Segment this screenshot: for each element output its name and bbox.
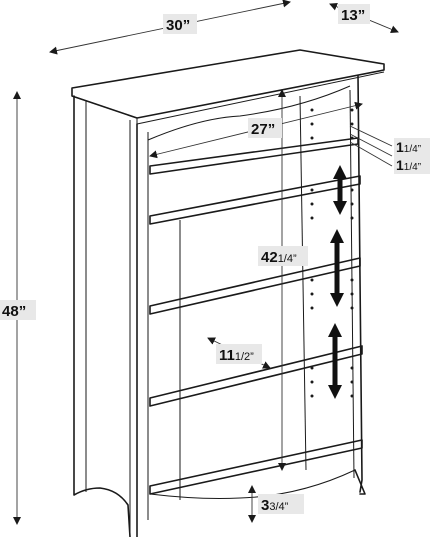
label-hole-spacing-1: 11/4” [394, 138, 430, 156]
adjustable-shelf-arrows [328, 165, 347, 399]
shelves [149, 137, 363, 495]
label-hole-spacing-2: 11/4” [394, 156, 430, 174]
label-inner-height: 421/4” [258, 246, 308, 266]
right-side-panel [357, 75, 363, 493]
label-shelf-depth: 111/2” [216, 344, 262, 364]
top-panel [71, 49, 385, 119]
svg-text:30”: 30” [166, 17, 190, 34]
hole-spacing-leaders [349, 125, 393, 167]
bookshelf [71, 49, 385, 537]
svg-text:111/2”: 111/2” [219, 347, 254, 364]
label-depth: 13” [338, 4, 370, 24]
svg-text:11/4”: 11/4” [396, 139, 421, 155]
left-side-panel [73, 95, 131, 537]
label-inner-width: 27” [248, 118, 282, 138]
svg-text:13”: 13” [341, 7, 365, 24]
svg-text:33/4”: 33/4” [261, 497, 289, 514]
label-width: 30” [163, 14, 197, 34]
svg-text:11/4”: 11/4” [396, 157, 421, 173]
svg-text:421/4”: 421/4” [261, 249, 297, 266]
svg-text:27”: 27” [251, 121, 275, 138]
svg-text:48”: 48” [2, 303, 26, 320]
label-base-clearance: 33/4” [258, 494, 304, 514]
label-height: 48” [0, 300, 36, 320]
